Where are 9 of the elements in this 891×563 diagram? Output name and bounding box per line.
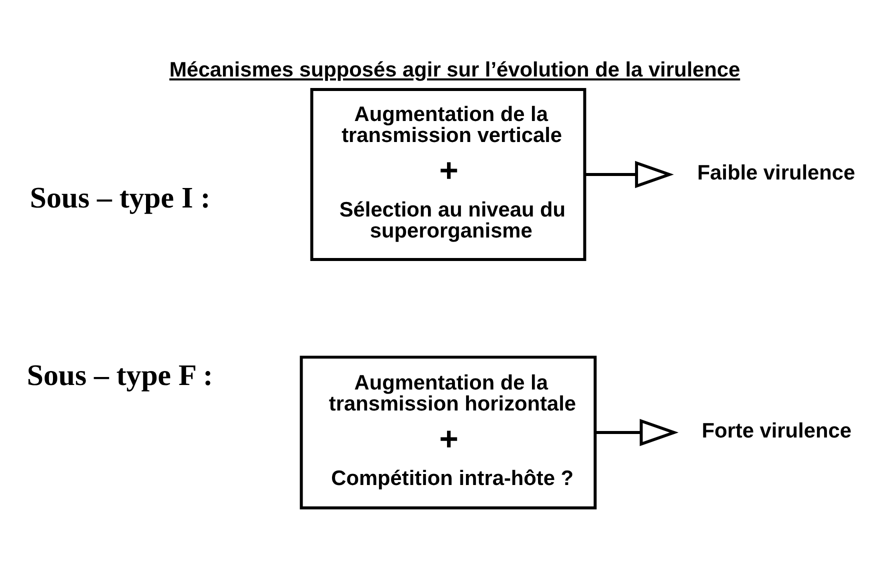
- arrow: [584, 160, 674, 188]
- diagram-title: Mécanismes supposés agir sur l’évolution de la virulence: [168, 58, 740, 82]
- arrow: [594, 418, 678, 446]
- node-label: Sous – type I :: [29, 181, 210, 214]
- node-text: Faible virulence: [696, 161, 855, 184]
- node-label: Sous – type F :: [26, 358, 212, 392]
- node-text: Forte virulence: [701, 419, 851, 442]
- node-box: Augmentation de la transmission verticale + Sélection au niveau du superorganisme: [310, 88, 586, 261]
- node-box: Augmentation de la transmission horizontale + Compétition intra-hôte ?: [299, 356, 596, 510]
